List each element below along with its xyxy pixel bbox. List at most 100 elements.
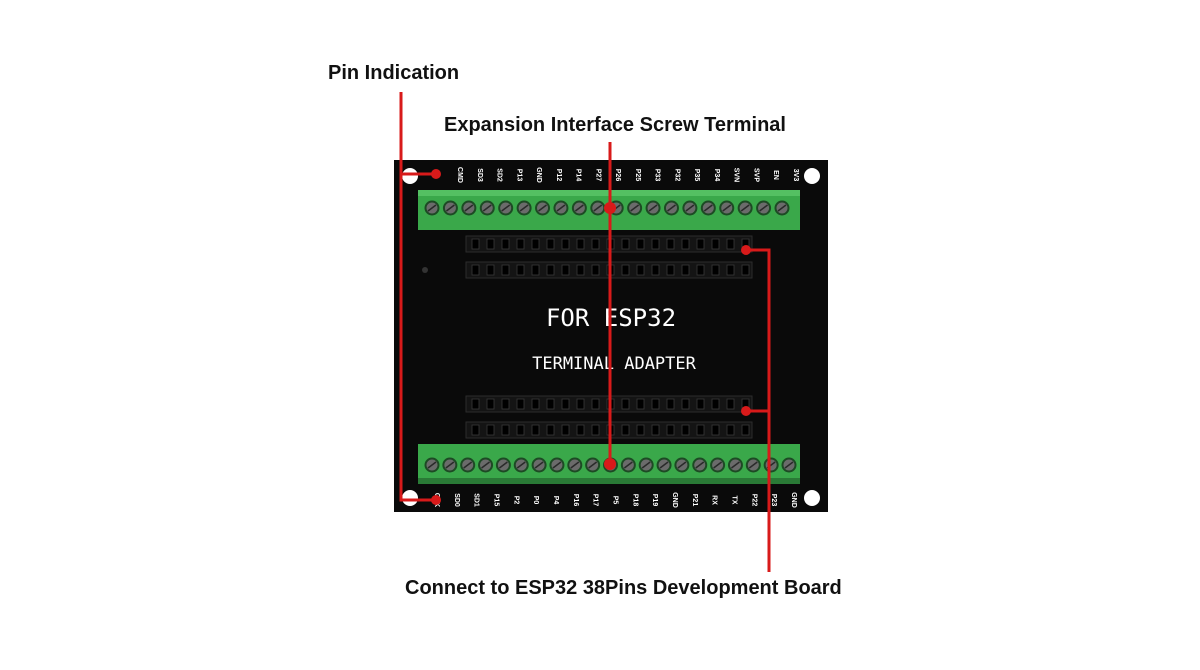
bottom-pin-label: P0 <box>532 496 539 505</box>
header-socket <box>636 424 645 436</box>
bottom-pin-labels: CLKSD0SD1P15P2P0P4P16P17P5P18P19GNDP21RX… <box>433 492 797 508</box>
header-socket <box>576 398 585 410</box>
header-socket <box>561 238 570 250</box>
header-socket <box>486 398 495 410</box>
board-subtitle: TERMINAL ADAPTER <box>532 354 697 374</box>
header-socket <box>591 398 600 410</box>
callout-dots <box>431 169 751 505</box>
bottom-terminal-shade <box>418 478 800 484</box>
bottom-screw-slot <box>641 461 651 469</box>
bottom-pin-label: GND <box>671 492 678 508</box>
header-socket <box>471 398 480 410</box>
expansion-terminal-label: Expansion Interface Screw Terminal <box>444 114 786 136</box>
top-pin-label: P26 <box>614 169 621 182</box>
header-socket <box>501 398 510 410</box>
top-pin-label: P33 <box>654 169 661 182</box>
bottom-screw-slot <box>713 461 723 469</box>
header-socket <box>576 264 585 276</box>
header-socket <box>666 238 675 250</box>
bottom-pin-label: GND <box>790 492 797 508</box>
header-socket <box>591 424 600 436</box>
header-socket <box>651 398 660 410</box>
header-socket <box>666 264 675 276</box>
top-screw-slot <box>501 204 511 212</box>
header-socket <box>501 238 510 250</box>
header-socket <box>651 424 660 436</box>
bottom-pin-label: RX <box>711 495 718 505</box>
bottom-pin-label: P5 <box>612 496 619 505</box>
header-socket <box>546 238 555 250</box>
top-screw-slot <box>740 204 750 212</box>
header-socket <box>561 264 570 276</box>
header-socket <box>516 238 525 250</box>
top-pin-label: SVN <box>733 168 740 182</box>
header-socket <box>486 424 495 436</box>
top-pin-label: P32 <box>673 169 680 182</box>
header-socket <box>696 398 705 410</box>
top-screw-slot <box>427 204 437 212</box>
bottom-screw-slot <box>695 461 705 469</box>
header-socket <box>636 238 645 250</box>
header-socket <box>621 424 630 436</box>
top-screws <box>424 200 790 216</box>
top-screw-slot <box>685 204 695 212</box>
connect-line-upper <box>746 248 771 572</box>
bottom-pin-label: P18 <box>631 494 638 507</box>
header-socket <box>561 398 570 410</box>
header-socket <box>546 424 555 436</box>
mount-hole-top-left <box>402 168 418 184</box>
header-socket <box>546 398 555 410</box>
bottom-screw-slot <box>481 461 490 469</box>
top-pin-label: P12 <box>555 169 562 182</box>
header-socket <box>681 398 690 410</box>
top-pin-label: SD3 <box>476 168 483 182</box>
header-socket <box>486 264 495 276</box>
bottom-screw-slot <box>623 461 633 469</box>
top-screw-slot <box>445 204 455 212</box>
bottom-screw-slot <box>463 461 473 469</box>
header-socket <box>591 264 600 276</box>
bottom-screw-slot <box>677 461 687 469</box>
header-socket <box>636 398 645 410</box>
header-socket <box>561 424 570 436</box>
board-dot <box>422 267 428 273</box>
header-socket <box>576 424 585 436</box>
header-socket <box>696 238 705 250</box>
top-screw-slot <box>648 204 658 212</box>
header-socket <box>696 424 705 436</box>
bottom-pin-label: P16 <box>572 494 579 507</box>
header-socket <box>516 264 525 276</box>
bottom-screw-slot <box>570 461 580 469</box>
header-socket <box>546 264 555 276</box>
pin-dot-top <box>431 169 441 179</box>
header-socket <box>501 424 510 436</box>
pin-dot-bottom <box>431 495 441 505</box>
header-socket <box>726 238 735 250</box>
header-socket <box>741 264 750 276</box>
bottom-pin-label: TX <box>731 496 738 505</box>
header-socket <box>681 264 690 276</box>
bottom-pin-label: SD0 <box>453 493 460 507</box>
top-pin-label: GND <box>535 167 542 183</box>
top-pin-label: SVP <box>752 168 759 182</box>
bottom-screw-slot <box>731 461 740 469</box>
top-screw-slot <box>703 204 713 212</box>
top-screw-slot <box>556 204 566 212</box>
header-socket <box>711 424 720 436</box>
bottom-pin-label: P15 <box>493 494 500 507</box>
header-socket <box>621 238 630 250</box>
top-pin-label: P27 <box>594 169 601 182</box>
header-socket <box>651 238 660 250</box>
header-socket <box>531 424 540 436</box>
top-pin-label: P25 <box>634 169 641 182</box>
header-socket <box>741 424 750 436</box>
mount-hole-top-right <box>804 168 820 184</box>
top-pin-label: P35 <box>693 169 700 182</box>
top-pin-label: EN <box>772 170 779 180</box>
top-screw-slot <box>574 204 584 212</box>
top-screw-slot <box>759 204 769 212</box>
top-pin-label: CMD <box>456 167 463 183</box>
top-screw-slot <box>667 204 676 212</box>
